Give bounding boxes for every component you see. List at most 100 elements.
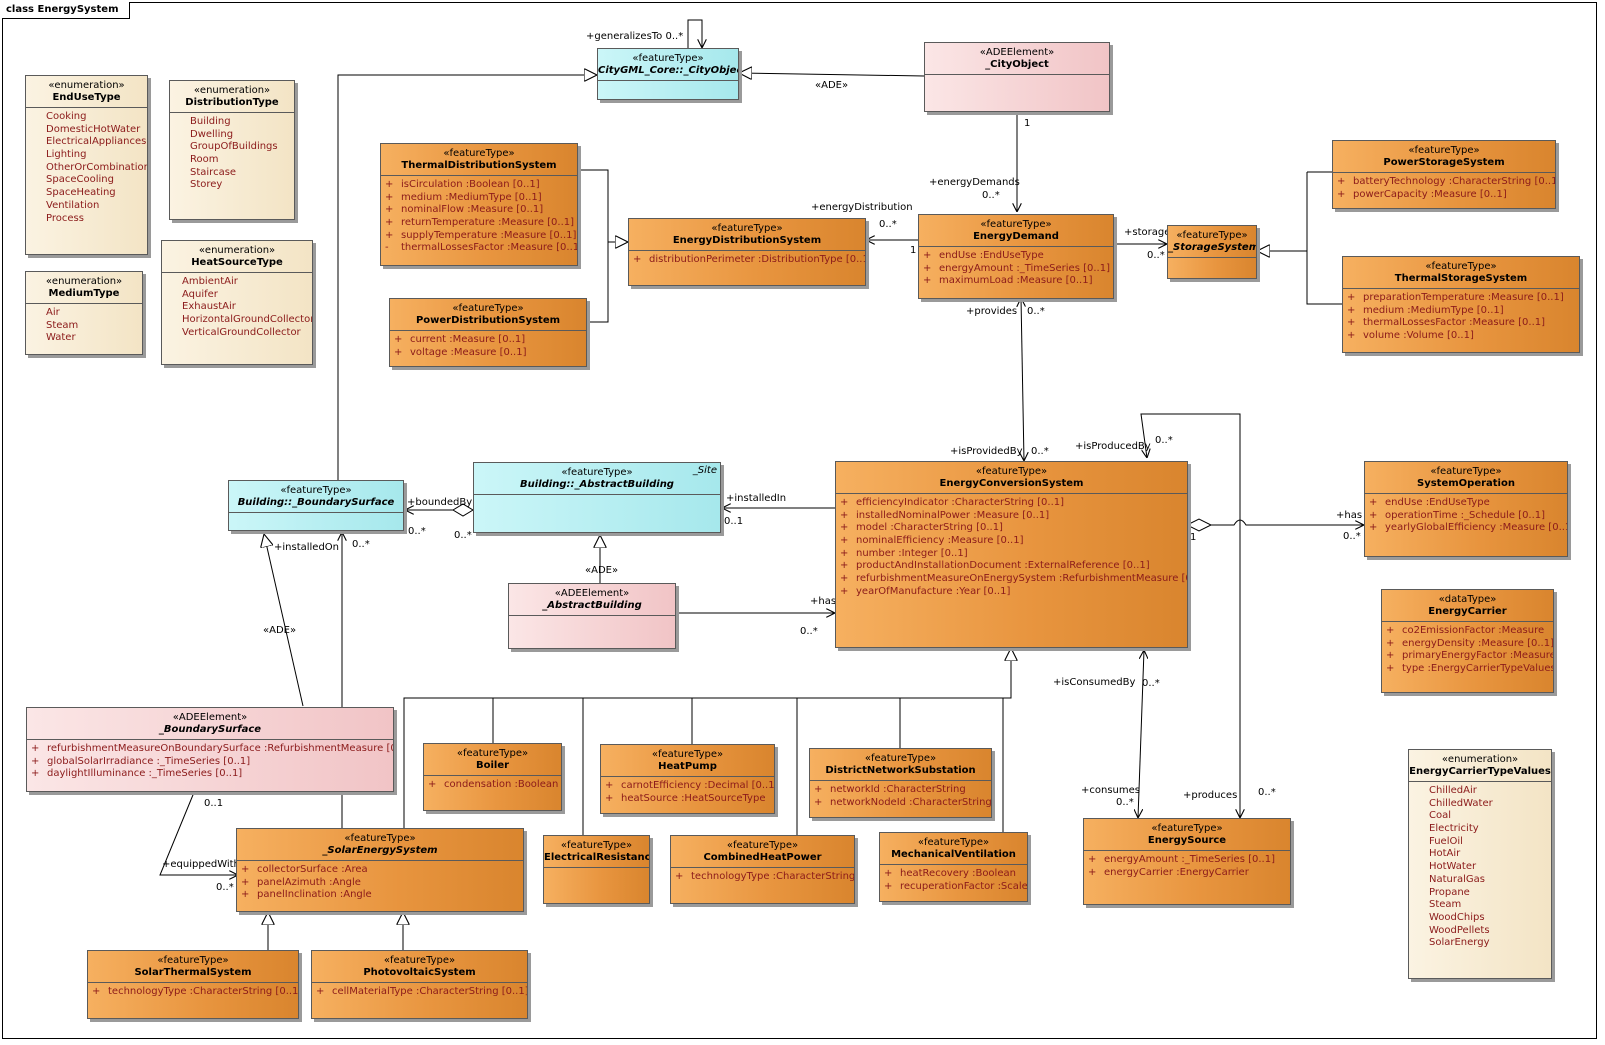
- label-mult: 0..*: [1116, 797, 1134, 808]
- class-attribute: +type :EnergyCarrierTypeValues: [1382, 663, 1553, 676]
- class-stereotype: «featureType»: [157, 955, 229, 966]
- enum-literal: Electricity: [1429, 823, 1479, 835]
- enum-literal: ExhaustAir: [182, 301, 236, 313]
- attribute-text: heatRecovery :Boolean: [900, 868, 1016, 879]
- attribute-visibility: +: [241, 889, 250, 901]
- class-systemoperation[interactable]: «featureType»SystemOperation+endUse :End…: [1364, 461, 1568, 557]
- attribute-visibility: -: [385, 242, 389, 254]
- class-name: CombinedHeatPower: [703, 852, 822, 863]
- attribute-text: condensation :Boolean: [444, 779, 559, 790]
- class-photovoltaicsystem[interactable]: «featureType»PhotovoltaicSystem+cellMate…: [311, 950, 528, 1019]
- attribute-visibility: +: [1347, 330, 1356, 342]
- enum-literal: SpaceCooling: [46, 174, 114, 186]
- class-attribute: +panelAzimuth :Angle: [237, 877, 523, 890]
- attribute-visibility: +: [814, 796, 823, 808]
- attribute-text: co2EmissionFactor :Measure: [1402, 625, 1545, 636]
- attribute-text: distributionPerimeter :DistributionType …: [649, 254, 866, 265]
- attributes-compartment: +technologyType :CharacterString [0..1]: [88, 982, 298, 999]
- attribute-visibility: +: [241, 876, 250, 888]
- attribute-text: powerCapacity :Measure [0..1]: [1353, 188, 1507, 200]
- class-solarthermalsystem[interactable]: «featureType»SolarThermalSystem+technolo…: [87, 950, 299, 1019]
- label-mult: 0..*: [879, 219, 897, 230]
- class-header: «featureType»PowerStorageSystem: [1333, 141, 1555, 169]
- class-ade-abstractbuilding[interactable]: «ADEElement»_AbstractBuilding: [508, 583, 676, 649]
- class-energydistributionsystem[interactable]: «featureType»EnergyDistributionSystem+di…: [628, 218, 866, 286]
- class-mechanicalventilation[interactable]: «featureType»MechanicalVentilation+heatR…: [879, 832, 1028, 902]
- label-mult-1: 1: [1024, 118, 1031, 129]
- enum-literal: SolarEnergy: [1429, 937, 1490, 949]
- class-energydemand[interactable]: «featureType»EnergyDemand+endUse :EndUse…: [918, 214, 1114, 299]
- attributes-compartment: [229, 512, 403, 516]
- attribute-visibility: +: [840, 535, 849, 547]
- class-stereotype: «enumeration»: [45, 276, 123, 287]
- class-boundarysurface[interactable]: «featureType»Building::_BoundarySurface: [228, 480, 404, 531]
- class-header: «featureType»DistrictNetworkSubstation: [810, 749, 991, 777]
- class-header: «enumeration»HeatSourceType: [162, 241, 312, 269]
- class-header: «featureType»PowerDistributionSystem: [390, 299, 586, 327]
- class-name: ThermalDistributionSystem: [401, 160, 557, 171]
- class-name: ThermalStorageSystem: [1394, 273, 1528, 284]
- label-installedon: +installedOn: [274, 542, 340, 553]
- class-stereotype: «featureType»: [1430, 466, 1502, 477]
- label-mult: 0..*: [1027, 306, 1045, 317]
- class-boiler[interactable]: «featureType»Boiler+condensation :Boolea…: [423, 743, 562, 811]
- attribute-visibility: +: [394, 346, 403, 358]
- label-isconsumedby: +isConsumedBy: [1053, 677, 1136, 688]
- class-stereotype: «ADEElement»: [979, 47, 1055, 58]
- attribute-text: thermalLossesFactor :Measure [0..1]: [401, 242, 578, 254]
- class-name: SystemOperation: [1417, 478, 1515, 489]
- label-mult: 0..*: [982, 190, 1000, 201]
- attribute-text: supplyTemperature :Measure [0..1]: [401, 229, 577, 241]
- class-thermaldistributionsystem[interactable]: «featureType»ThermalDistributionSystem+i…: [380, 143, 578, 266]
- label-ade-boundary: «ADE»: [263, 625, 297, 636]
- class-powerdistributionsystem[interactable]: «featureType»PowerDistributionSystem +cur…: [389, 298, 587, 367]
- class-districtnetworksubstation[interactable]: «featureType»DistrictNetworkSubstation+n…: [809, 748, 992, 818]
- class-heatpump[interactable]: «featureType»HeatPump+carnotEfficiency :…: [600, 744, 775, 814]
- class-attribute: +energyCarrier :EnergyCarrier: [1084, 867, 1290, 880]
- attribute-text: daylightIlluminance :_TimeSeries [0..1]: [47, 768, 243, 780]
- attributes-compartment: +co2EmissionFactor :Measure+energyDensit…: [1382, 621, 1553, 676]
- class-attribute: +yearOfManufacture :Year [0..1]: [836, 586, 1187, 599]
- class-cityobject[interactable]: «featureType»CityGML_Core::_CityObject: [597, 48, 739, 100]
- class-ade-cityobject[interactable]: «ADEElement»_CityObject: [924, 42, 1110, 112]
- attribute-visibility: +: [633, 254, 642, 265]
- attribute-text: model :CharacterString [0..1]: [856, 522, 1003, 534]
- class-powerstoragesystem[interactable]: «featureType»PowerStorageSystem+batteryT…: [1332, 140, 1556, 209]
- class-attribute: +current :Measure [0..1]: [390, 334, 586, 347]
- enum-literal: Process: [46, 212, 84, 224]
- attributes-compartment: [509, 615, 675, 619]
- class-header: «featureType»MechanicalVentilation: [880, 833, 1027, 861]
- class-electricalresistance[interactable]: «featureType»ElectricalResistance: [543, 835, 650, 904]
- class-solarenergysystem[interactable]: «featureType»_SolarEnergySystem+collecto…: [236, 828, 524, 912]
- class-name: Building::_AbstractBuilding: [520, 479, 674, 490]
- class-stereotype: «featureType»: [864, 753, 937, 764]
- class-storagesystem[interactable]: «featureType»_StorageSystem: [1167, 225, 1257, 279]
- class-combinedheatpower[interactable]: «featureType»CombinedHeatPower+technolog…: [670, 835, 855, 904]
- datatype-energycarrier[interactable]: «dataType»EnergyCarrier+co2EmissionFacto…: [1381, 589, 1554, 693]
- label-ade-cityobject: «ADE»: [815, 80, 849, 91]
- class-header: «featureType»Building::_AbstractBuilding: [474, 463, 720, 491]
- class-abstractbuilding[interactable]: «featureType»Building::_AbstractBuilding…: [473, 462, 721, 533]
- class-stereotype: «featureType»: [980, 219, 1052, 230]
- class-header: «ADEElement»_AbstractBuilding: [509, 584, 675, 612]
- class-name: PhotovoltaicSystem: [363, 967, 476, 978]
- attribute-visibility: +: [385, 179, 394, 190]
- class-ade-boundarysurface[interactable]: «ADEElement»_BoundarySurface+refurbishme…: [26, 707, 394, 792]
- attribute-text: type :EnergyCarrierTypeValues: [1402, 663, 1554, 675]
- class-name: EndUseType: [52, 92, 121, 103]
- class-energyconversionsystem[interactable]: «featureType»EnergyConversionSystem+effi…: [835, 461, 1188, 648]
- class-energysource[interactable]: «featureType»EnergySource+energyAmount :…: [1083, 818, 1291, 905]
- attribute-visibility: +: [31, 768, 40, 780]
- attribute-text: collectorSurface :Area: [257, 864, 368, 875]
- class-header: «featureType»SystemOperation: [1365, 462, 1567, 490]
- attribute-text: energyCarrier :EnergyCarrier: [1104, 866, 1249, 878]
- class-header: «featureType»Building::_BoundarySurface: [229, 481, 403, 509]
- attributes-compartment: [544, 867, 649, 871]
- class-thermalstoragesystem[interactable]: «featureType»ThermalStorageSystem+prepar…: [1342, 256, 1580, 353]
